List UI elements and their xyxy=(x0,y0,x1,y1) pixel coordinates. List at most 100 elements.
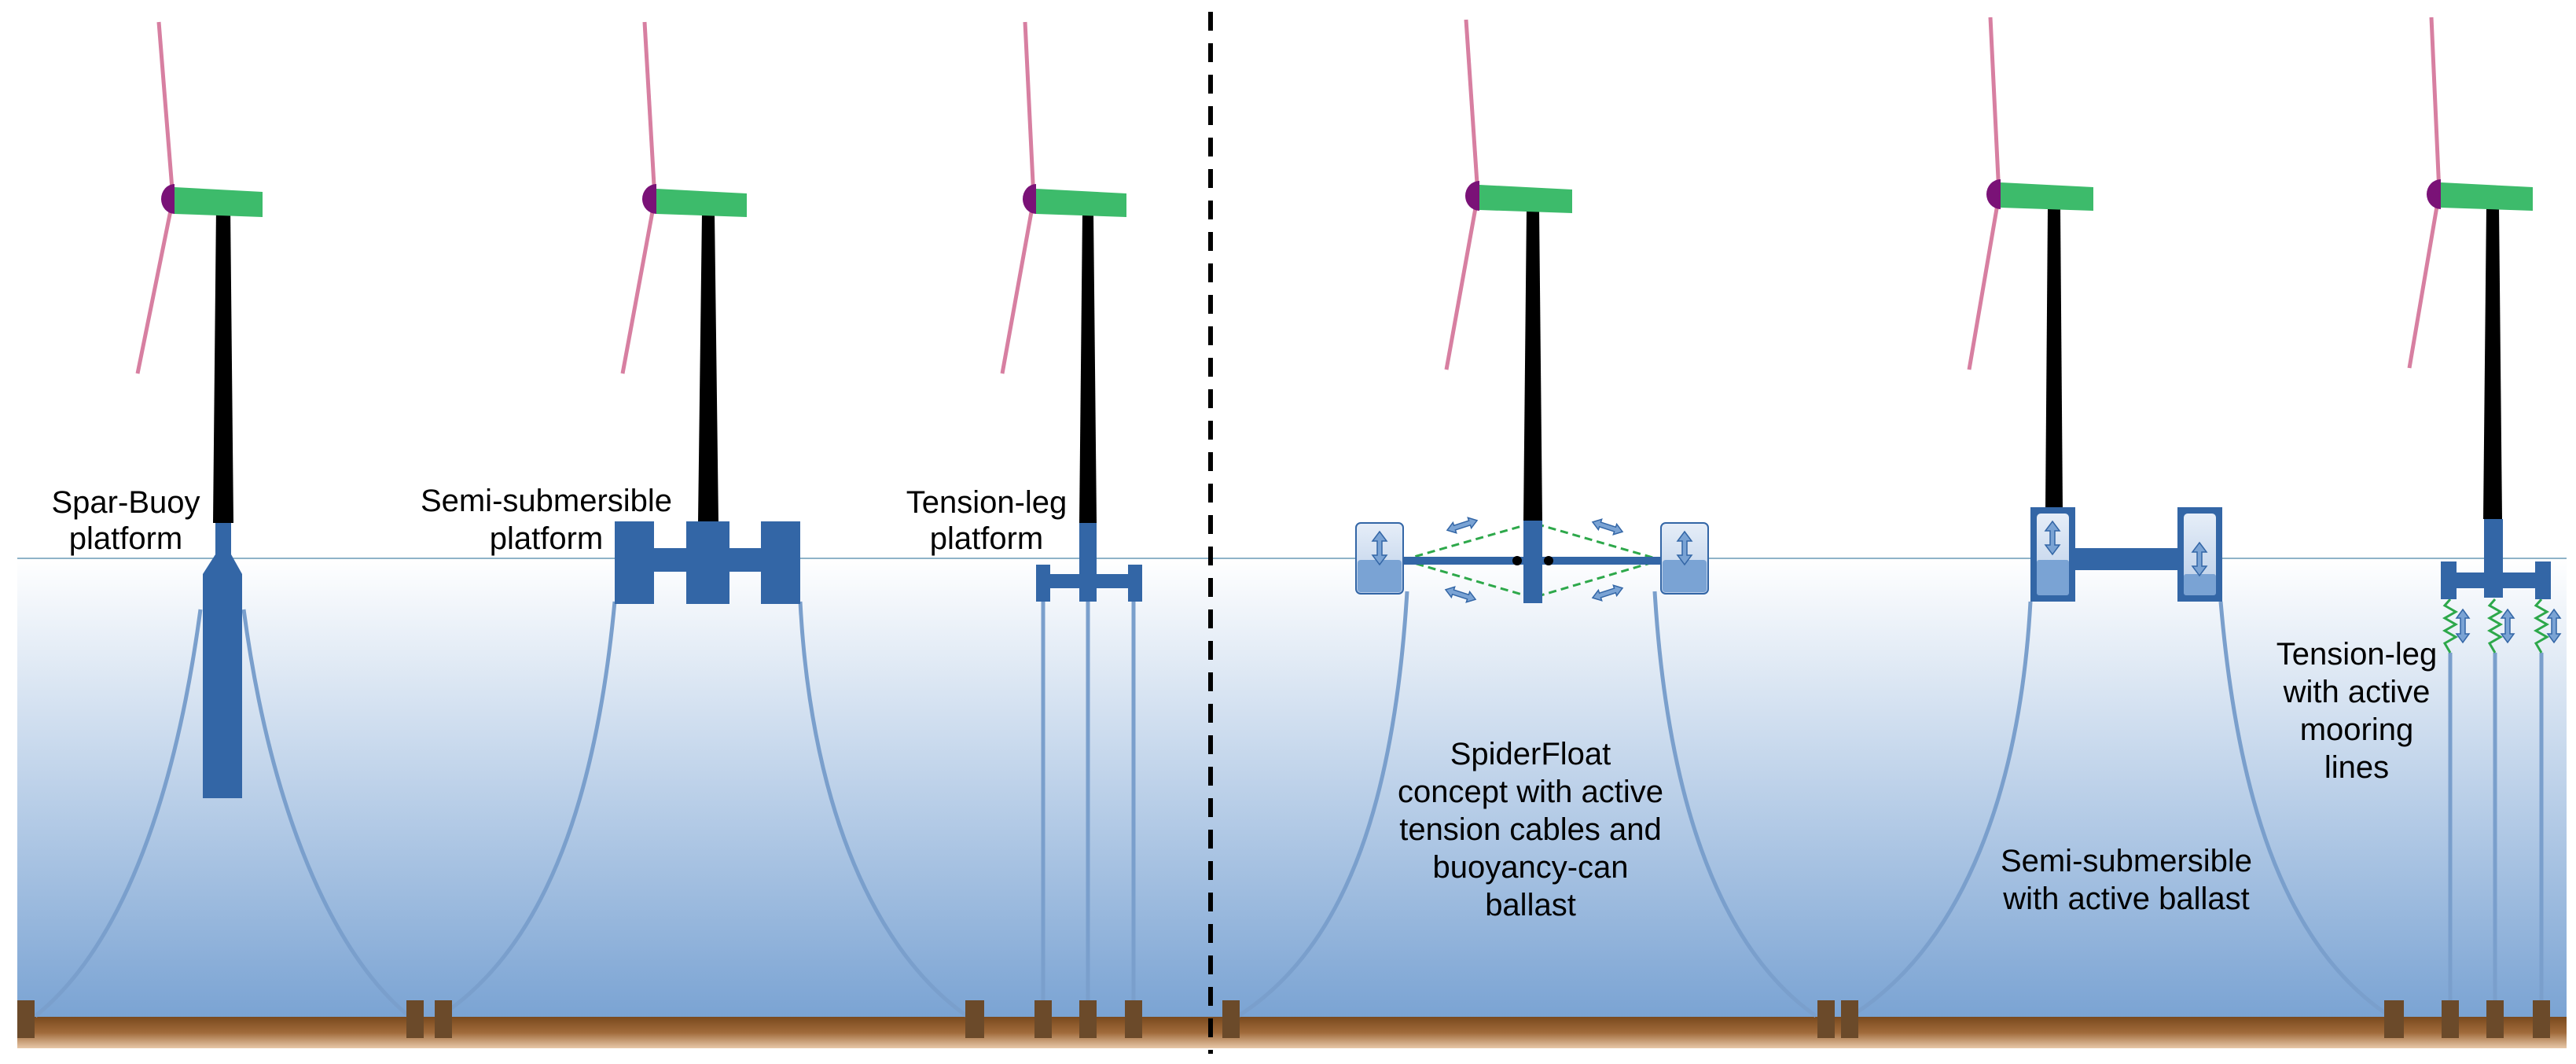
seabed xyxy=(17,1017,2567,1048)
label-semi-submersible: Semi-submersible platform xyxy=(421,484,672,556)
label-line: buoyancy-can xyxy=(1432,850,1628,885)
spring-icon xyxy=(2442,598,2459,653)
tower xyxy=(2483,206,2502,519)
anchor-icon xyxy=(1079,1000,1097,1038)
spar-hull xyxy=(203,609,242,798)
label-semi-submersible-active: Semi-submersible with active ballast xyxy=(2001,844,2252,916)
anchor-icon xyxy=(17,1000,35,1038)
blade-icon xyxy=(642,21,657,200)
nacelle xyxy=(175,187,263,217)
can-ballast xyxy=(1663,560,1707,592)
brace xyxy=(654,548,686,572)
tlp-column xyxy=(1079,523,1097,602)
tension-arrow-icon xyxy=(1591,584,1624,602)
tension-arrow-icon xyxy=(1591,518,1624,536)
hub xyxy=(1465,181,1479,211)
turbine-tension-leg xyxy=(965,21,1142,1038)
updown-arrow-icon xyxy=(2546,608,2562,644)
blade-icon xyxy=(1444,194,1480,370)
anchor-icon xyxy=(1817,1000,1835,1038)
joint xyxy=(1512,556,1522,565)
blade-icon xyxy=(1023,21,1036,200)
column xyxy=(686,521,729,604)
spring-icon xyxy=(2533,598,2550,653)
spring-icon xyxy=(2486,598,2504,653)
brace xyxy=(729,548,761,572)
tower xyxy=(1079,212,1097,523)
blade-icon xyxy=(156,21,175,200)
tower xyxy=(698,212,718,523)
spider-center-column xyxy=(1523,521,1542,603)
label-tension-leg: Tension-leg platform xyxy=(906,485,1068,556)
label-line: ballast xyxy=(1485,888,1576,922)
updown-arrow-icon xyxy=(2500,608,2515,644)
mooring-line xyxy=(2218,601,2391,1018)
tension-arrow-icon xyxy=(1444,586,1477,603)
joint xyxy=(1544,556,1553,565)
tlp-leg xyxy=(1128,565,1142,602)
anchor-icon xyxy=(2442,1000,2459,1038)
turbine-semi-submersible-active xyxy=(1841,17,2401,1038)
blade-icon xyxy=(135,198,175,374)
nacelle xyxy=(1036,189,1126,217)
label-spar-buoy: Spar-Buoy platform xyxy=(52,485,200,556)
label-line: Spar-Buoy xyxy=(52,485,200,520)
label-line: with active ballast xyxy=(2002,882,2249,916)
anchor-icon xyxy=(2387,1000,2404,1038)
updown-arrow-icon xyxy=(1676,530,1693,566)
mooring-line xyxy=(1652,591,1817,1018)
tlp-pontoon xyxy=(1036,574,1142,588)
spar-neck xyxy=(215,523,231,554)
anchor-icon xyxy=(1125,1000,1142,1038)
anchor-icon xyxy=(965,1000,983,1038)
blade-icon xyxy=(2429,17,2442,193)
blade-icon xyxy=(1988,17,2001,196)
column-ballast xyxy=(2037,560,2069,595)
label-line: lines xyxy=(2324,750,2389,785)
tower xyxy=(2045,208,2063,510)
anchor-icon xyxy=(2486,1000,2504,1038)
hub xyxy=(2427,179,2441,209)
nacelle xyxy=(1479,185,1572,213)
anchor-icon xyxy=(1841,1000,1858,1038)
nacelle xyxy=(656,189,747,217)
hub xyxy=(161,184,175,214)
updown-arrow-icon xyxy=(1371,530,1388,566)
label-line: Semi-submersible xyxy=(2001,844,2252,878)
tlp-pontoon xyxy=(2441,572,2551,588)
turbine-tension-leg-active xyxy=(2387,17,2562,1038)
hub xyxy=(642,184,656,214)
label-spiderfloat: SpiderFloat concept with active tension … xyxy=(1398,737,1663,922)
tower xyxy=(213,206,233,523)
blade-icon xyxy=(1000,198,1036,374)
mooring-line xyxy=(241,609,410,1018)
anchor-icon xyxy=(406,1000,424,1038)
label-line: platform xyxy=(69,521,183,556)
column xyxy=(761,521,800,604)
label-line: platform xyxy=(930,521,1044,556)
blade-icon xyxy=(1464,19,1480,196)
column xyxy=(615,521,654,604)
can-ballast xyxy=(1358,560,1402,592)
tlp-leg xyxy=(2535,561,2551,599)
label-line: Tension-leg xyxy=(2277,637,2438,672)
updown-arrow-icon xyxy=(2191,541,2208,577)
nacelle xyxy=(2001,182,2093,211)
mooring-line xyxy=(1237,591,1409,1018)
tower xyxy=(1523,208,1542,521)
label-line: concept with active xyxy=(1398,775,1663,809)
label-line: mooring xyxy=(2300,712,2414,747)
mooring-line xyxy=(1850,601,2033,1018)
blade-icon xyxy=(1967,194,2001,370)
hub xyxy=(1986,179,2001,209)
label-line: Tension-leg xyxy=(906,485,1068,520)
nacelle xyxy=(2441,182,2533,211)
hub xyxy=(1023,184,1036,214)
updown-arrow-icon xyxy=(2455,608,2471,644)
brace xyxy=(2075,548,2177,570)
label-line: SpiderFloat xyxy=(1450,737,1611,771)
label-line: tension cables and xyxy=(1399,812,1662,847)
tlp-leg xyxy=(1036,565,1050,602)
mooring-line xyxy=(439,601,617,1018)
